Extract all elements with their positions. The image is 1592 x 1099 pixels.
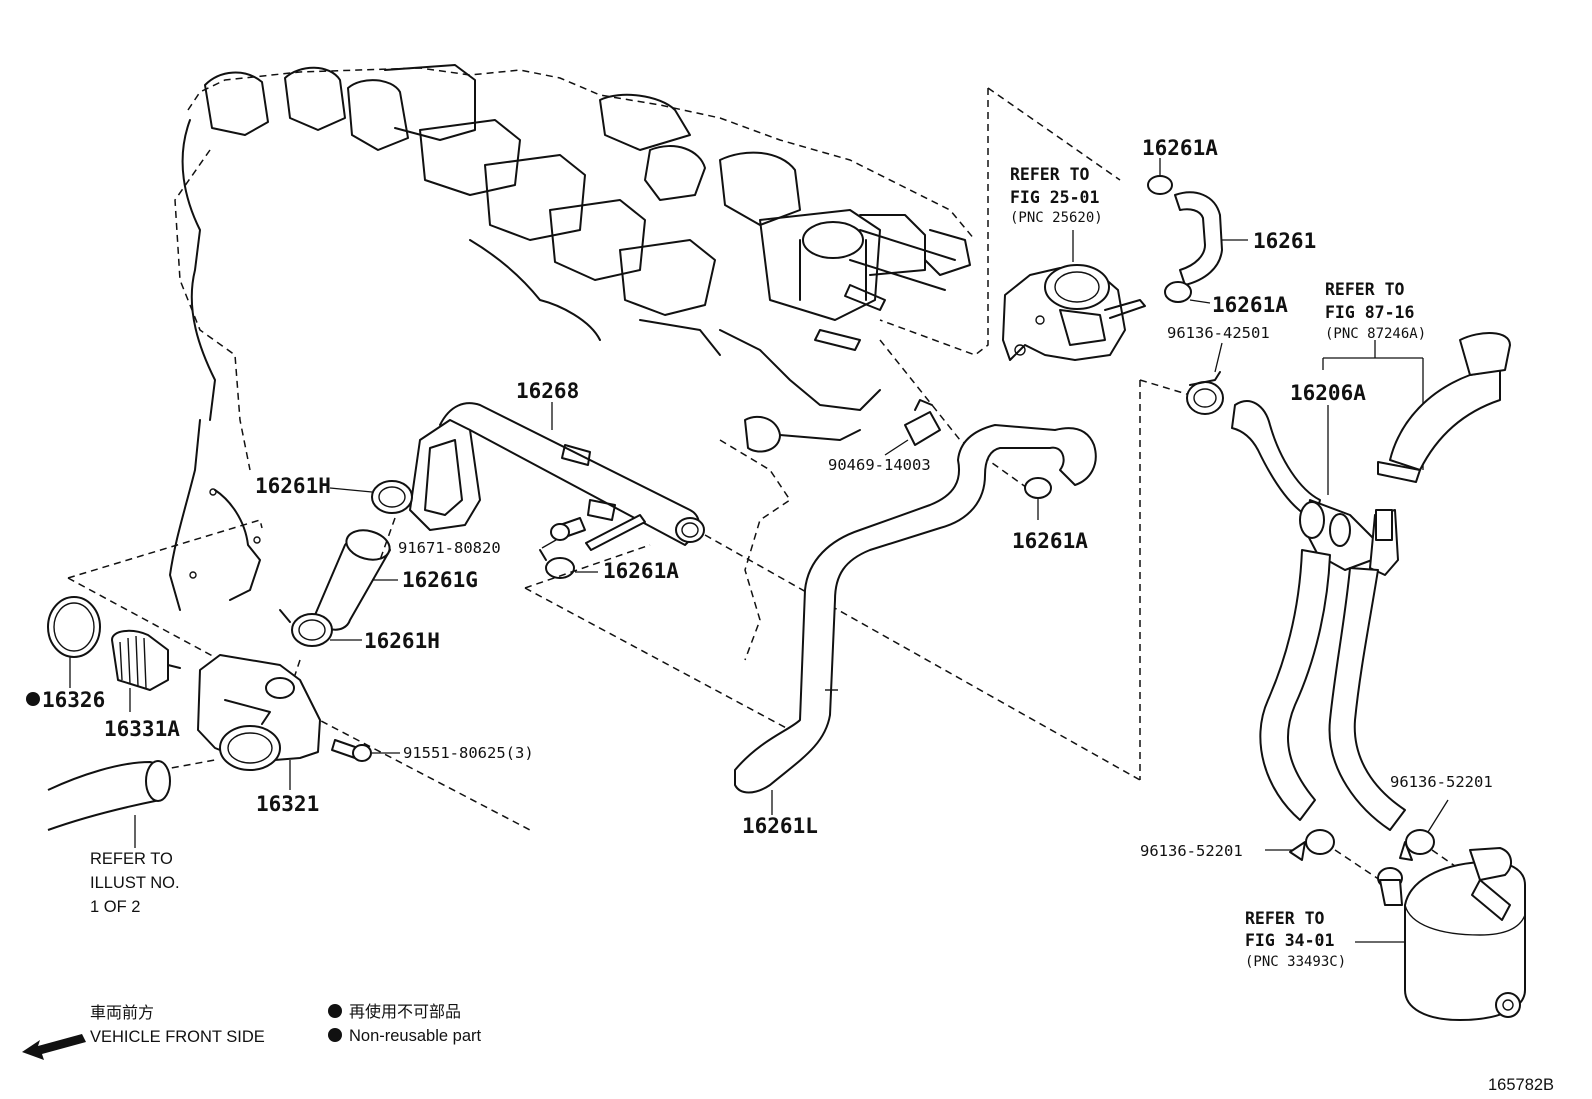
- clip-90469-14003: [884, 399, 941, 456]
- label-96136-42501: 96136-42501: [1167, 324, 1270, 342]
- clamp-96136-52201-right: [1399, 799, 1449, 861]
- label-16261A-right: 16261A: [1212, 293, 1288, 317]
- hose-87246A-ref: [1377, 332, 1511, 483]
- bullet-icon: [328, 1028, 342, 1042]
- pipe-16268: [409, 402, 705, 546]
- hose-16261L: [734, 424, 1097, 815]
- label-16261A-clamp: 16261A: [603, 559, 679, 583]
- label-16321: 16321: [256, 792, 319, 816]
- label-16261H-top: 16261H: [255, 474, 331, 498]
- hose-16261: [1147, 158, 1248, 304]
- label-16331A: 16331A: [104, 717, 180, 741]
- throttle-body-assembly: [879, 87, 1146, 361]
- clamp-16261H-top: [329, 480, 413, 514]
- clamp-96136-42501: [1186, 342, 1224, 415]
- ref-fig34-line2: FIG 34-01: [1245, 931, 1334, 950]
- oil-cooler-33493C: [1355, 847, 1526, 1021]
- label-16261L: 16261L: [742, 814, 818, 838]
- ref-fig87-line3: (PNC 87246A): [1325, 326, 1426, 342]
- water-inlet-16321: [197, 654, 321, 790]
- clamp-16261A-top: [1147, 175, 1173, 195]
- label-16261G: 16261G: [402, 568, 478, 592]
- ref-fig25-line2: FIG 25-01: [1010, 188, 1099, 207]
- thermostat-16331A: [111, 629, 181, 712]
- ref-fig87-line2: FIG 87-16: [1325, 303, 1414, 322]
- label-16206A: 16206A: [1290, 381, 1366, 405]
- ref-fig25-line3: (PNC 25620): [1010, 210, 1103, 226]
- bullet-icon: [328, 1004, 342, 1018]
- clamp-16261A-small: [539, 549, 598, 579]
- bolt-91671-80820: [541, 514, 646, 551]
- ref-fig87-line1: REFER TO: [1325, 280, 1405, 299]
- assembly-guide-lines: [67, 339, 1191, 831]
- hose-16206A: [1231, 340, 1424, 831]
- hose-16261G: [314, 529, 398, 631]
- label-16261A-mid: 16261A: [1012, 529, 1088, 553]
- label-90469-14003: 90469-14003: [828, 456, 931, 474]
- label-91551-80625: 91551-80625(3): [403, 744, 534, 762]
- label-16261H-bottom: 16261H: [364, 629, 440, 653]
- label-16326: 16326: [42, 688, 105, 712]
- gasket-16326: [47, 596, 101, 688]
- radiator-hose-ref: [47, 760, 171, 848]
- ref-fig34-line1: REFER TO: [1245, 909, 1325, 928]
- label-16268: 16268: [516, 379, 579, 403]
- nonreuse-label-jp: 再使用不可部品: [349, 1002, 461, 1021]
- front-arrow-icon: [22, 1034, 86, 1060]
- ref-fig34-line3: (PNC 33493C): [1245, 954, 1346, 970]
- label-96136-52201-right: 96136-52201: [1390, 773, 1493, 791]
- non-reusable-legend: 再使用不可部品 Non-reusable part: [328, 1002, 481, 1045]
- engine-block-outline: [169, 64, 976, 661]
- figure-id: 165782B: [1488, 1076, 1554, 1094]
- clamp-16261A-right: [1164, 281, 1192, 303]
- ref-illust-line1: REFER TO: [90, 850, 173, 868]
- guide-line-left: [1334, 849, 1381, 881]
- front-label-jp: 車両前方: [90, 1003, 154, 1022]
- front-label-en: VEHICLE FRONT SIDE: [90, 1028, 265, 1046]
- nonreuse-label-en: Non-reusable part: [349, 1027, 481, 1045]
- clamp-16261H-bottom: [279, 609, 362, 647]
- bolt-91551-80625: [331, 739, 400, 762]
- label-91671-80820: 91671-80820: [398, 539, 501, 557]
- ref-illust-line3: 1 OF 2: [90, 898, 140, 916]
- guide-line-right: [1431, 849, 1476, 881]
- clamp-96136-52201-left: [1265, 829, 1335, 861]
- label-16261A-top: 16261A: [1142, 136, 1218, 160]
- vehicle-front-legend: 車両前方 VEHICLE FRONT SIDE: [22, 1003, 265, 1060]
- ref-illust-line2: ILLUST NO.: [90, 874, 180, 892]
- non-reusable-marker: [26, 692, 40, 706]
- label-16261: 16261: [1253, 229, 1316, 253]
- ref-fig25-line1: REFER TO: [1010, 165, 1090, 184]
- label-96136-52201-left: 96136-52201: [1140, 842, 1243, 860]
